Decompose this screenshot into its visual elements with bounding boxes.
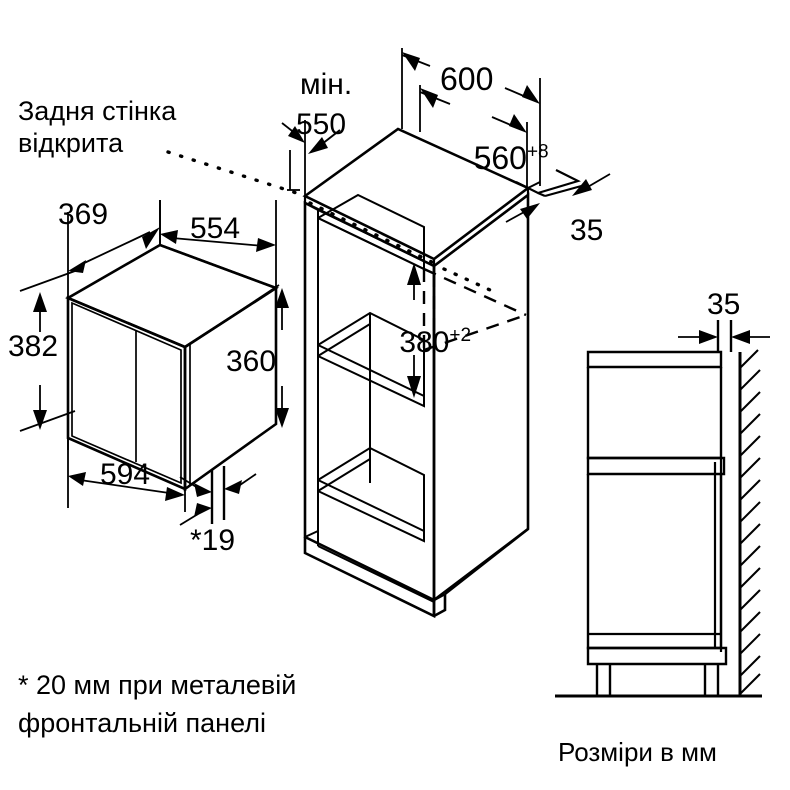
dim-380-value: 380: [399, 325, 450, 359]
back-wall-note-line1: Задня стінка: [18, 96, 177, 126]
dim-554-geometry: [159, 200, 277, 288]
dim-380-label: 380+2: [366, 292, 471, 393]
dim-594-label: 594: [100, 458, 151, 491]
dim-560-label: 560+8: [438, 105, 549, 212]
dim-382-geometry: [19, 270, 76, 450]
dim-560-value: 560: [473, 139, 527, 176]
footnote-line2: фронтальній панелі: [18, 708, 266, 738]
dim-35-side-geometry: [678, 320, 770, 352]
dim-35-side-label: 35: [707, 288, 741, 321]
dim-600-label: 600: [440, 61, 494, 97]
dim-369-label: 369: [58, 198, 109, 231]
back-wall-leader-dotted: [166, 150, 308, 198]
dim-360-label: 360: [226, 345, 277, 378]
dim-35-top-geometry: [505, 169, 611, 280]
footnote-line1: * 20 мм при металевій: [18, 670, 297, 700]
dim-35-top-label: 35: [570, 214, 604, 247]
dim-19-label: *19: [190, 524, 236, 557]
dim-min-label: мін.: [300, 68, 353, 101]
dim-554-label: 554: [190, 212, 241, 245]
dim-380-geometry: [407, 263, 421, 398]
dim-380-tolerance: +2: [449, 324, 472, 346]
units-caption: Розміри в мм: [558, 737, 717, 767]
dim-600-geometry: [401, 48, 541, 186]
dim-560-geometry: [419, 85, 528, 188]
dim-min-550-geometry: [281, 120, 341, 196]
dim-594-geometry: [67, 438, 186, 512]
dim-min-550-value: 550: [296, 108, 347, 141]
dim-560-tolerance: +8: [526, 141, 549, 163]
dim-360-geometry: [275, 288, 289, 428]
back-wall-note-line2: відкрита: [18, 128, 124, 158]
dim-19-geometry: [179, 466, 257, 526]
dim-382-label: 382: [8, 330, 59, 363]
wall-hatching: [739, 349, 761, 695]
cabinet-side-section: [555, 349, 762, 698]
